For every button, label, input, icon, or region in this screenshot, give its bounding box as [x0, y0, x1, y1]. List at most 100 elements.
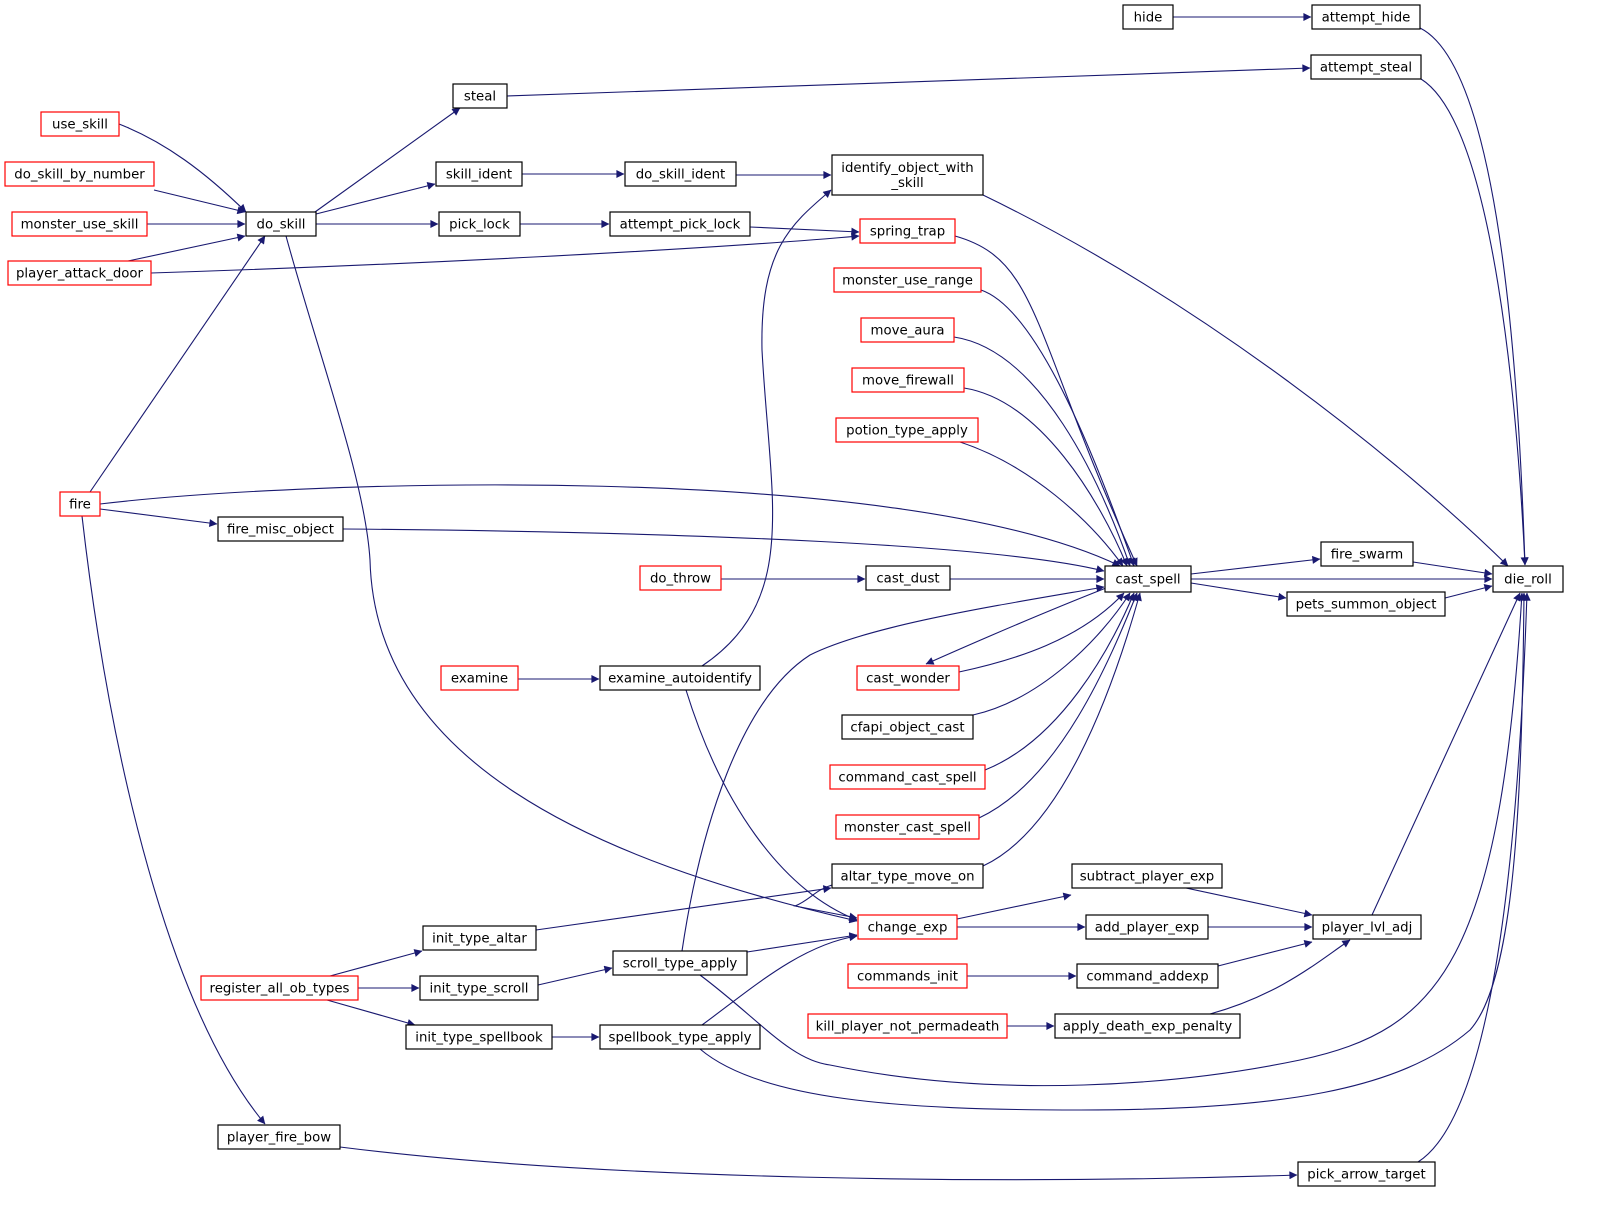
node-init-type-scroll[interactable]: init_type_scroll: [419, 975, 539, 1001]
node-do-skill-by-number[interactable]: do_skill_by_number: [4, 161, 155, 187]
node-die-roll[interactable]: die_roll: [1492, 565, 1564, 593]
node-commands-init[interactable]: commands_init: [847, 963, 968, 989]
node-label: kill_player_not_permadeath: [816, 1020, 1000, 1035]
node-player-fire-bow[interactable]: player_fire_bow: [217, 1124, 341, 1150]
node-box: [4, 161, 155, 187]
node-box: [1310, 54, 1422, 80]
node-monster-use-skill[interactable]: monster_use_skill: [11, 211, 148, 237]
edge-cast_wonder-to-cast_spell: [958, 592, 1125, 673]
node-do-skill[interactable]: do_skill: [245, 211, 317, 237]
edge-init_type_altar-to-altar_type_move_on: [535, 885, 832, 931]
node-kill-player-not-permadeath[interactable]: kill_player_not_permadeath: [807, 1013, 1008, 1039]
node-box: [422, 925, 537, 951]
node-pick-lock[interactable]: pick_lock: [438, 211, 521, 237]
node-fire-swarm[interactable]: fire_swarm: [1320, 541, 1414, 567]
node-box: [847, 963, 968, 989]
node-player-attack-door[interactable]: player_attack_door: [7, 260, 152, 286]
node-potion-type-apply[interactable]: potion_type_apply: [835, 417, 979, 443]
node-attempt-hide[interactable]: attempt_hide: [1311, 4, 1421, 30]
node-box: [217, 1124, 341, 1150]
node-pick-arrow-target[interactable]: pick_arrow_target: [1297, 1161, 1436, 1187]
node-do-throw[interactable]: do_throw: [639, 565, 722, 591]
node-fire-misc-object[interactable]: fire_misc_object: [217, 516, 344, 542]
edge-player_lvl_adj-to-die_roll: [1371, 592, 1521, 916]
edge-cast_spell-to-cast_wonder: [925, 587, 1107, 665]
node-box: [624, 161, 737, 187]
node-label: steal: [464, 90, 496, 105]
node-box: [40, 111, 120, 137]
node-cast-wonder[interactable]: cast_wonder: [856, 665, 960, 691]
node-box: [639, 565, 722, 591]
edge-move_firewall-to-cast_spell: [963, 387, 1128, 567]
node-skill-ident[interactable]: skill_ident: [435, 161, 523, 187]
node-add-player-exp[interactable]: add_player_exp: [1085, 914, 1209, 940]
node-label: spring_trap: [870, 225, 945, 240]
node-monster-use-range[interactable]: monster_use_range: [833, 267, 982, 293]
node-label: init_type_spellbook: [415, 1031, 543, 1046]
node-use-skill[interactable]: use_skill: [40, 111, 120, 137]
node-player-lvl-adj[interactable]: player_lvl_adj: [1312, 914, 1422, 940]
node-identify-object-with-skill[interactable]: identify_object_with_skill: [831, 154, 984, 196]
node-examine[interactable]: examine: [440, 665, 519, 691]
node-label: register_all_ob_types: [210, 982, 350, 997]
node-label: add_player_exp: [1095, 921, 1199, 936]
node-label: examine_autoidentify: [608, 672, 752, 687]
node-box: [1122, 4, 1174, 30]
edge-cast_spell-to-fire_swarm: [1190, 555, 1321, 575]
node-spellbook-type-apply[interactable]: spellbook_type_apply: [599, 1024, 761, 1050]
node-move-firewall[interactable]: move_firewall: [851, 367, 965, 393]
node-cfapi-object-cast[interactable]: cfapi_object_cast: [841, 714, 974, 740]
edge-subtract_player_exp-to-player_lvl_adj: [1185, 887, 1313, 918]
node-altar-type-move-on[interactable]: altar_type_move_on: [831, 863, 984, 889]
node-label: commands_init: [857, 970, 958, 985]
node-monster-cast-spell[interactable]: monster_cast_spell: [835, 814, 980, 840]
node-do-skill-ident[interactable]: do_skill_ident: [624, 161, 737, 187]
node-box: [435, 161, 523, 187]
node-box: [835, 417, 979, 443]
edge-init_type_scroll-to-scroll_type_apply: [537, 965, 613, 986]
edge-register_all_ob_types-to-init_type_altar: [329, 949, 423, 977]
node-cast-dust[interactable]: cast_dust: [865, 565, 951, 591]
node-steal[interactable]: steal: [452, 83, 508, 109]
edge-player_attack_door-to-do_skill: [127, 233, 246, 262]
node-label: monster_use_skill: [21, 218, 139, 233]
edge-apply_death_exp_penalty-to-player_lvl_adj: [1209, 939, 1351, 1015]
node-scroll-type-apply[interactable]: scroll_type_apply: [612, 950, 748, 976]
node-label: subtract_player_exp: [1080, 870, 1215, 885]
node-spring-trap[interactable]: spring_trap: [859, 218, 956, 244]
node-box: [59, 491, 101, 517]
node-apply-death-exp-penalty[interactable]: apply_death_exp_penalty: [1054, 1013, 1241, 1039]
node-box: [856, 665, 960, 691]
node-attempt-steal[interactable]: attempt_steal: [1310, 54, 1422, 80]
node-box: [860, 317, 955, 343]
node-cast-spell[interactable]: cast_spell: [1104, 565, 1192, 593]
node-box: [835, 814, 980, 840]
node-label: player_lvl_adj: [1322, 921, 1413, 936]
node-box: [1071, 863, 1223, 889]
edge-fire-to-do_skill: [89, 235, 266, 493]
node-box: [599, 665, 761, 691]
node-init-type-altar[interactable]: init_type_altar: [422, 925, 537, 951]
node-fire[interactable]: fire: [59, 491, 101, 517]
node-attempt-pick-lock[interactable]: attempt_pick_lock: [609, 211, 751, 237]
node-pets-summon-object[interactable]: pets_summon_object: [1286, 591, 1446, 617]
edge-spring_trap-to-cast_spell: [954, 235, 1138, 567]
node-label: use_skill: [52, 118, 108, 133]
node-command-cast-spell[interactable]: command_cast_spell: [829, 764, 986, 790]
node-command-addexp[interactable]: command_addexp: [1076, 963, 1219, 989]
node-box: [833, 267, 982, 293]
node-label: init_type_scroll: [430, 982, 529, 997]
node-init-type-spellbook[interactable]: init_type_spellbook: [405, 1024, 553, 1050]
node-label: apply_death_exp_penalty: [1063, 1020, 1232, 1035]
node-examine-autoidentify[interactable]: examine_autoidentify: [599, 665, 761, 691]
node-register-all-ob-types[interactable]: register_all_ob_types: [200, 975, 359, 1001]
node-label: do_skill_by_number: [14, 168, 145, 183]
edge-examine_autoidentify-to-change_exp: [685, 689, 858, 921]
node-label: player_fire_bow: [227, 1131, 331, 1146]
node-move-aura[interactable]: move_aura: [860, 317, 955, 343]
edge-use_skill-to-do_skill: [118, 123, 247, 213]
node-subtract-player-exp[interactable]: subtract_player_exp: [1071, 863, 1223, 889]
node-hide[interactable]: hide: [1122, 4, 1174, 30]
node-label: player_attack_door: [16, 267, 144, 282]
node-change-exp[interactable]: change_exp: [857, 914, 958, 940]
